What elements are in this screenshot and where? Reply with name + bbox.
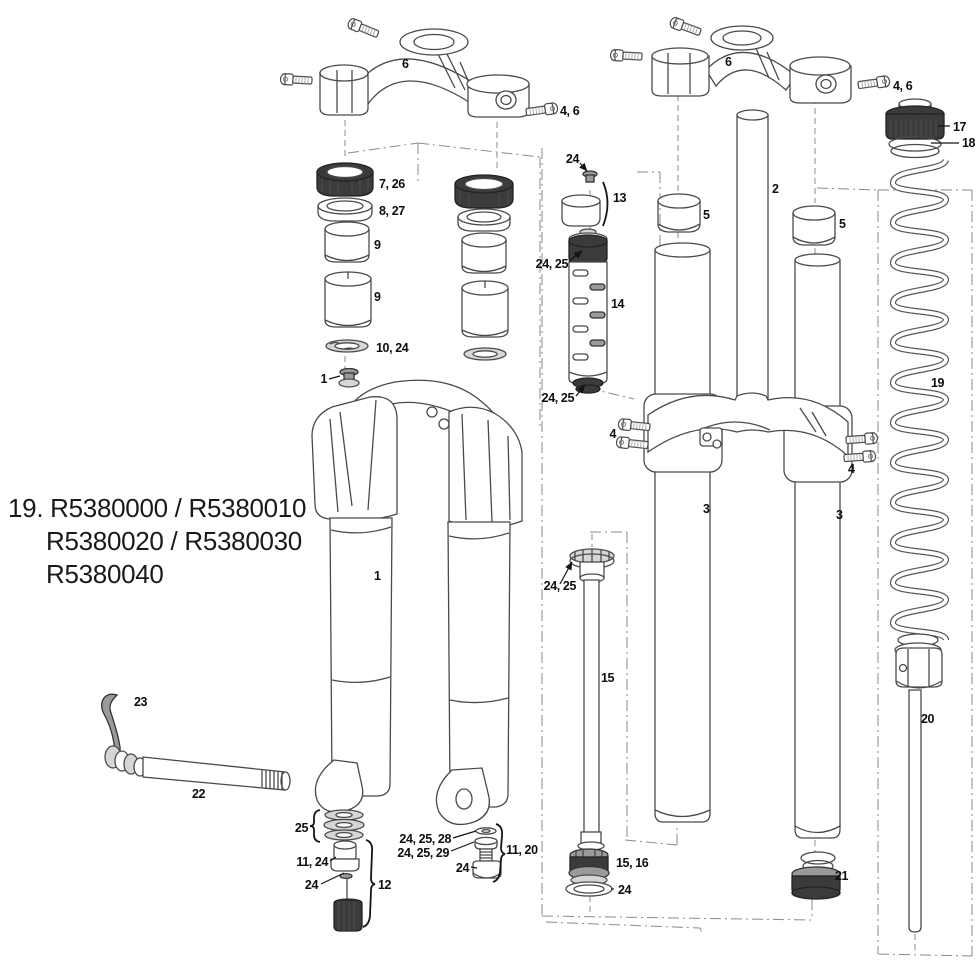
coil-spring-assembly (885, 98, 950, 933)
bolt-icon (524, 101, 559, 119)
callout-part-24-25-29: 24, 25, 29 (397, 846, 449, 860)
callout-cap-13: 13 (613, 191, 627, 205)
callout-seal-7-26: 7, 26 (379, 177, 405, 191)
product-codes-line-3: R5380040 (46, 559, 164, 589)
callout-crown-left-6: 6 (402, 57, 409, 71)
callout-crown-right-6: 6 (725, 55, 732, 69)
bolt-icon (856, 74, 891, 92)
callout-tube-3-right: 3 (836, 508, 843, 522)
callout-bolt-4-right: 4 (848, 462, 855, 476)
callout-part-24-25-28: 24, 25, 28 (399, 832, 451, 846)
artwork (101, 15, 950, 933)
damper-cartridge (561, 170, 608, 394)
compression-bolt-parts (472, 827, 502, 879)
callout-oring-24: 24 (618, 883, 632, 897)
callout-shaft-15: 15 (601, 671, 615, 685)
callout-tube-3-left: 3 (703, 502, 710, 516)
callout-lever-23: 23 (134, 695, 148, 709)
product-code-block: 19. R5380000 / R5380010 R5380020 / R5380… (8, 493, 306, 589)
seal-stack-left (316, 162, 374, 388)
thru-axle (101, 693, 291, 791)
csu-assembly (615, 109, 879, 839)
callout-bolt-4-left: 4 (609, 427, 616, 441)
callout-topcap-17: 17 (953, 120, 967, 134)
crown-brace-left (279, 16, 559, 119)
damper-shaft (565, 548, 615, 897)
callout-crown-right-4-6: 4, 6 (893, 79, 913, 93)
callout-axle-22: 22 (192, 787, 206, 801)
callout-cart-24-25-bot: 24, 25 (542, 391, 575, 405)
bolt-icon (279, 72, 313, 87)
callout-crown-left-4-6: 4, 6 (560, 104, 580, 118)
callout-cart-24-25-top: 24, 25 (536, 257, 569, 271)
bolt-icon (668, 15, 703, 39)
callout-spring-19: 19 (931, 376, 945, 390)
lowers-casting (311, 379, 523, 826)
callout-cartridge-14: 14 (611, 297, 625, 311)
callout-ring-5-left: 5 (703, 208, 710, 222)
bottom-out-spring (791, 851, 841, 900)
callout-spring-21: 21 (835, 869, 849, 883)
callout-washers-25: 25 (295, 821, 309, 835)
callout-adjuster-12: 12 (378, 878, 392, 892)
callout-ring-8-27: 8, 27 (379, 204, 405, 218)
product-codes-line-2: R5380020 / R5380030 (46, 526, 302, 556)
rebound-adjuster-parts (323, 809, 365, 932)
bolt-icon (609, 48, 643, 63)
seal-stack-duplicate (454, 174, 514, 361)
callout-sealhead-15-16: 15, 16 (616, 856, 649, 870)
callout-foam-9a: 9 (374, 238, 381, 252)
callout-bolt-24-bm: 24 (456, 861, 470, 875)
callout-part-11-20: 11, 20 (506, 843, 538, 857)
leader-lines (309, 125, 959, 928)
product-codes-line-1: 19. R5380000 / R5380010 (8, 493, 306, 523)
callout-piston-24-25: 24, 25 (544, 579, 577, 593)
callout-washer-24-bl: 24 (305, 878, 319, 892)
callout-washer-10-24: 10, 24 (376, 341, 409, 355)
callout-spacer-18: 18 (962, 136, 976, 150)
callout-valve-1: 1 (320, 372, 327, 386)
callout-rod-20: 20 (921, 712, 935, 726)
crown-brace-right (609, 15, 891, 104)
callout-steerer-2: 2 (772, 182, 779, 196)
callout-foam-9b: 9 (374, 290, 381, 304)
bolt-icon (345, 16, 381, 40)
callout-part-11-24: 11, 24 (296, 855, 328, 869)
callout-lowers-1: 1 (374, 569, 381, 583)
callout-screw-24: 24 (566, 152, 580, 166)
callout-ring-5-right: 5 (839, 217, 846, 231)
